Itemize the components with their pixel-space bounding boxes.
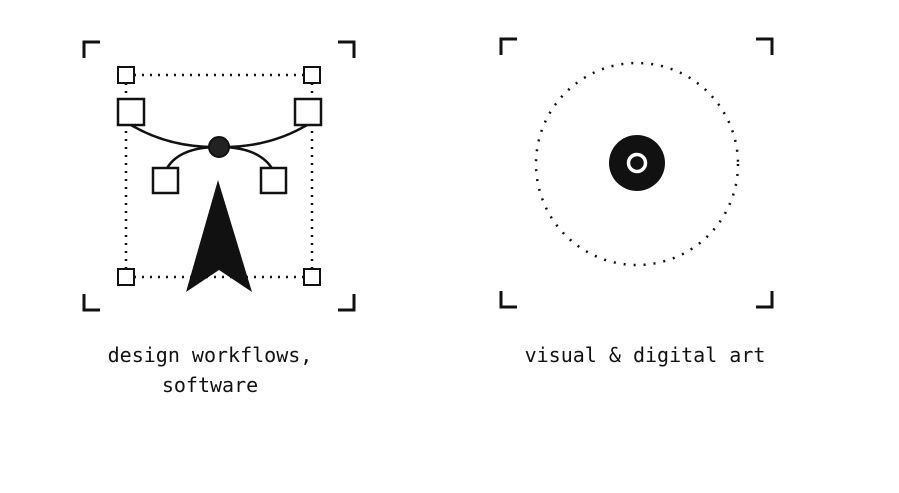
frame-corner-top-left	[82, 40, 100, 58]
target-ring	[626, 152, 648, 174]
selection-handles	[117, 66, 321, 286]
anchor-points	[116, 97, 323, 195]
frame-corner-bottom-right	[756, 291, 774, 309]
frame-corner-bottom-left	[499, 291, 517, 309]
frame-corner-top-right	[338, 40, 356, 58]
center-node	[208, 136, 230, 158]
caption-design-workflows: design workflows, software	[60, 340, 360, 400]
arrow-cursor	[186, 180, 252, 292]
target-dot	[609, 135, 665, 191]
frame-corner-bottom-left	[82, 294, 100, 312]
frame-corner-bottom-right	[338, 294, 356, 312]
frame-corners	[82, 40, 356, 312]
frame-corners	[499, 37, 774, 309]
dotted-orbit	[534, 61, 740, 267]
caption-line: software	[161, 373, 259, 397]
caption-line: design workflows,	[107, 343, 313, 367]
frame-corner-top-right	[756, 37, 774, 55]
caption-visual-digital-art: visual & digital art	[495, 340, 795, 370]
frame-corner-top-left	[499, 37, 517, 55]
caption-line: visual & digital art	[524, 343, 766, 367]
